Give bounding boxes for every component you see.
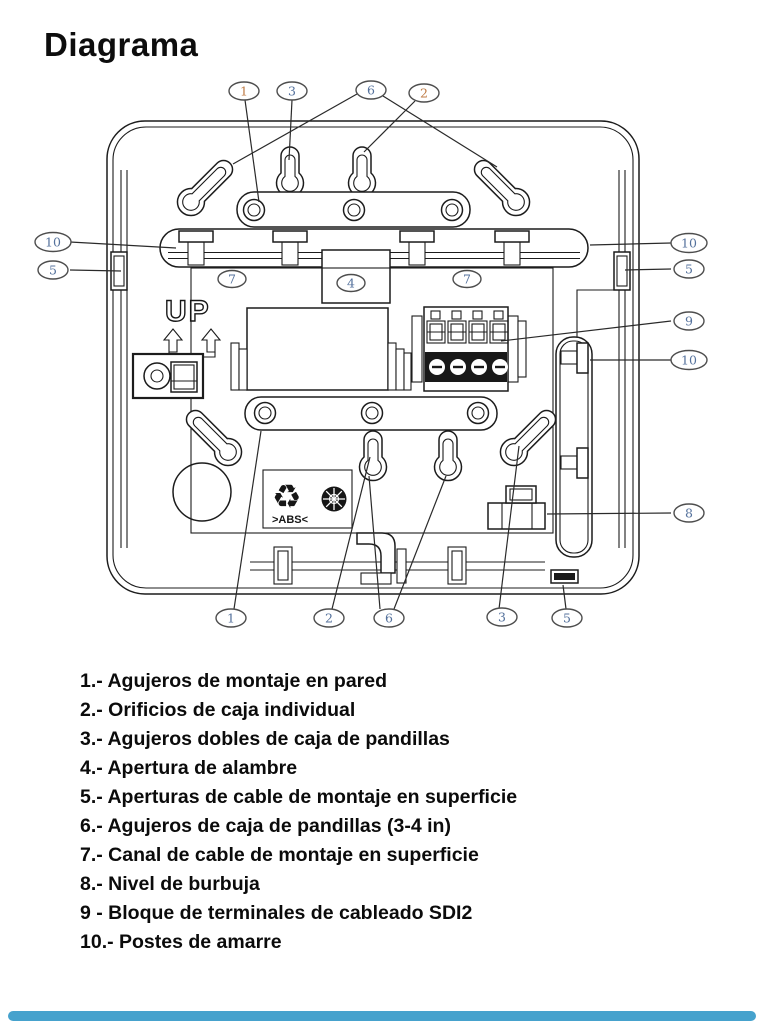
svg-text:1: 1 <box>227 611 235 626</box>
singlebox-keyhole-bottom-2 <box>433 430 463 482</box>
singlebox-keyhole-top-2 <box>347 146 377 198</box>
date-wheel-icon <box>321 486 347 512</box>
callout-3-bottom: 3 <box>486 607 518 627</box>
gangbox-keyhole-bottom-left <box>185 409 243 467</box>
callout-5-left: 5 <box>37 260 69 280</box>
legend-item: 1.- Agujeros de montaje en pared <box>80 670 388 692</box>
terminal-screws <box>426 320 509 344</box>
legend-item: 10.- Postes de amarre <box>80 931 282 953</box>
legend-item: 3.- Agujeros dobles de caja de pandillas <box>80 728 450 750</box>
leader-lines <box>69 93 672 610</box>
legend-item: 9 - Bloque de terminales de cableado SDI… <box>80 902 473 924</box>
legend-item: 6.- Agujeros de caja de pandillas (3-4 i… <box>80 815 451 837</box>
legend-item: 2.- Orificios de caja individual <box>80 699 356 721</box>
callout-5-right: 5 <box>673 259 705 279</box>
up-marking: UP <box>162 294 222 358</box>
legend-item: 5.- Aperturas de cable de montaje en sup… <box>80 786 518 808</box>
sdi2-terminal-block <box>411 306 527 392</box>
svg-text:7: 7 <box>228 272 236 287</box>
bottom-divider-bar <box>8 1011 756 1021</box>
tie-post <box>399 230 435 266</box>
tie-post <box>494 230 530 266</box>
callout-5-bottom: 5 <box>551 608 583 628</box>
svg-text:4: 4 <box>347 276 355 291</box>
svg-text:2: 2 <box>420 86 428 101</box>
up-label: UP <box>165 295 211 328</box>
callout-10b-right: 10 <box>670 349 708 371</box>
svg-text:3: 3 <box>498 610 506 625</box>
svg-text:6: 6 <box>367 83 375 98</box>
gangbox-keyhole-bottom-right <box>499 409 557 467</box>
legend-item: 7.- Canal de cable de montaje en superfi… <box>80 844 479 866</box>
device-outline <box>106 120 640 595</box>
wall-mount-bar-top <box>236 191 471 228</box>
center-window <box>230 307 412 391</box>
singlebox-keyhole-bottom-1 <box>358 430 388 482</box>
svg-text:10: 10 <box>45 235 61 250</box>
callout-6-top: 6 <box>355 80 387 100</box>
svg-text:1: 1 <box>240 84 248 99</box>
callout-7-right-mid: 7 <box>452 269 482 289</box>
callout-9-right: 9 <box>673 311 705 331</box>
legend-item: 4.- Apertura de alambre <box>80 757 298 779</box>
wall-mount-bar-bottom <box>244 396 498 431</box>
svg-text:5: 5 <box>563 611 571 626</box>
page-title: Diagrama <box>44 26 199 63</box>
callout-10-left: 10 <box>34 231 72 253</box>
legend-item: 8.- Nivel de burbuja <box>80 873 260 895</box>
sounder <box>131 352 205 400</box>
svg-text:10: 10 <box>681 236 697 251</box>
callout-1-top: 1 <box>228 81 260 101</box>
callouts: 1 3 6 2 10 5 10 5 9 10 8 7 4 7 1 2 6 3 5 <box>34 80 708 628</box>
terminal-ports <box>429 359 508 375</box>
svg-text:5: 5 <box>685 262 693 277</box>
callout-7-left-mid: 7 <box>217 269 247 289</box>
callout-6-bottom: 6 <box>373 608 405 628</box>
svg-text:6: 6 <box>385 611 393 626</box>
callout-2-top: 2 <box>408 83 440 103</box>
bubble-level <box>487 485 546 530</box>
tie-post <box>178 230 214 266</box>
svg-text:10: 10 <box>681 353 697 368</box>
tie-post <box>560 342 589 374</box>
svg-text:5: 5 <box>49 263 57 278</box>
svg-text:3: 3 <box>288 84 296 99</box>
callout-10-right: 10 <box>670 232 708 254</box>
callout-1-bottom: 1 <box>215 608 247 628</box>
svg-text:2: 2 <box>325 611 333 626</box>
callout-8-right: 8 <box>673 503 705 523</box>
recycle-icon: ♻ <box>272 477 302 516</box>
tie-posts <box>178 230 530 266</box>
gangbox-keyhole-top-right <box>473 159 531 217</box>
svg-text:8: 8 <box>685 506 693 521</box>
legend-list: 1.- Agujeros de montaje en pared 2.- Ori… <box>80 667 517 957</box>
bottom-edge <box>250 532 545 585</box>
singlebox-keyhole-top-1 <box>275 146 305 198</box>
speaker-hole <box>172 462 232 522</box>
abs-label-box: ♻ >ABS< <box>262 469 353 529</box>
tie-post <box>272 230 308 266</box>
tie-post <box>560 447 589 479</box>
cable-notch-bottom <box>550 569 579 584</box>
right-channel <box>555 289 621 558</box>
svg-text:9: 9 <box>685 314 693 329</box>
callout-2-bottom: 2 <box>313 608 345 628</box>
svg-text:7: 7 <box>463 272 471 287</box>
callout-4-mid: 4 <box>336 273 366 293</box>
gangbox-keyhole-top-left <box>176 159 234 217</box>
callout-3-top: 3 <box>276 81 308 101</box>
abs-label: >ABS< <box>272 514 308 526</box>
cable-notch-right <box>613 251 631 291</box>
